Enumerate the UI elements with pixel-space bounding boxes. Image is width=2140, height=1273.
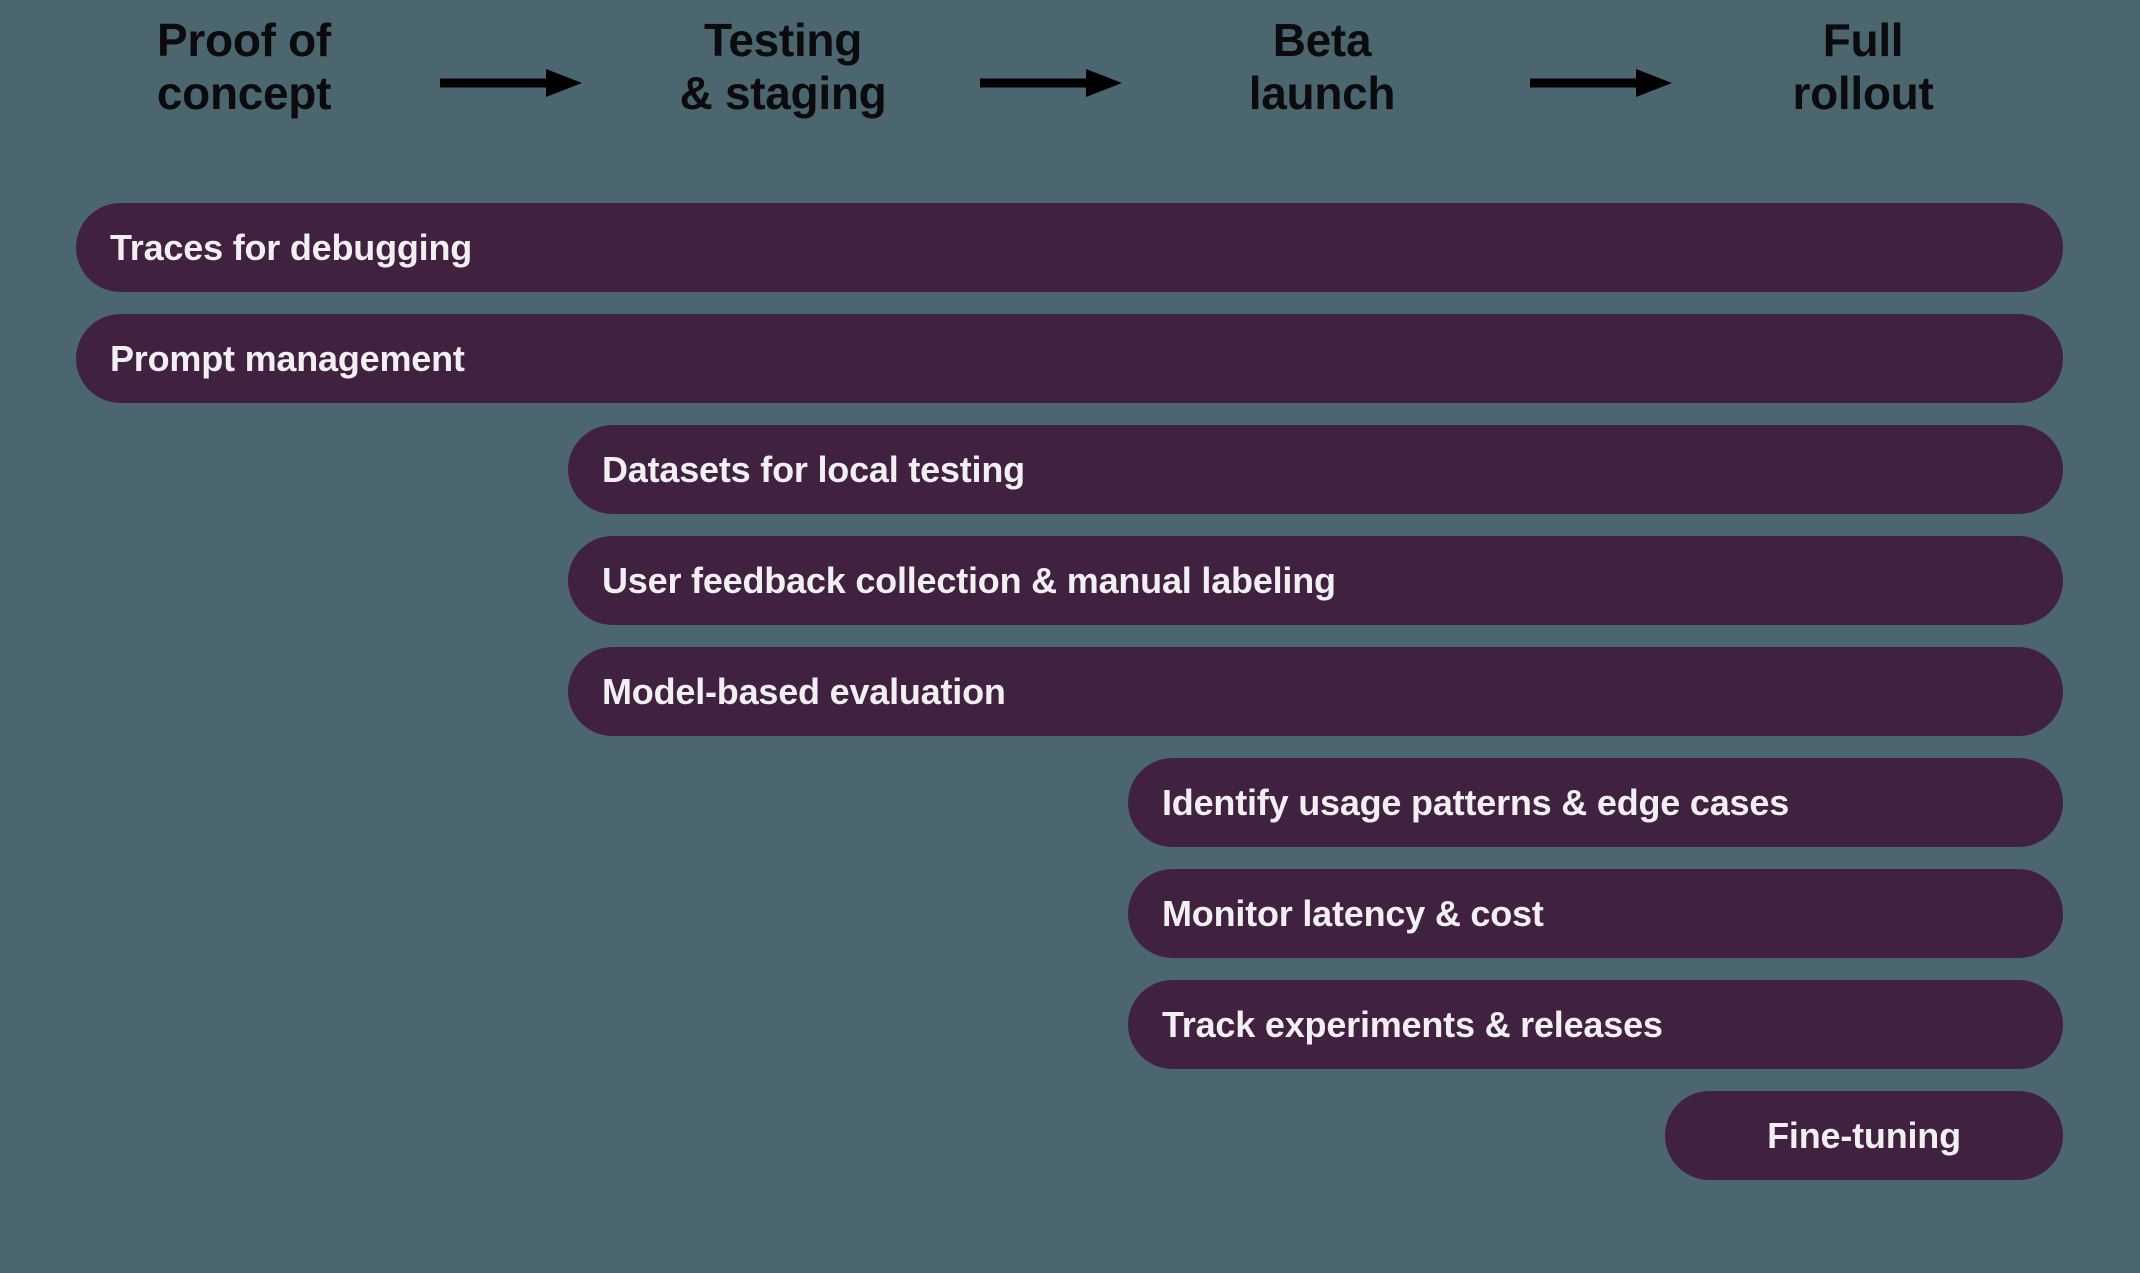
capability-pill[interactable]: Track experiments & releases (1128, 980, 2063, 1069)
stage-label-3: Full rollout (1792, 14, 1934, 119)
stage-label-1: Testing & staging (679, 14, 887, 119)
capability-pill-label: Track experiments & releases (1162, 1003, 1663, 1045)
capability-pill-label: Identify usage patterns & edge cases (1162, 781, 1790, 823)
arrow-poc-to-testing-icon (438, 68, 584, 98)
capability-pill-label: Datasets for local testing (602, 448, 1025, 490)
capability-pill-label: Fine-tuning (1767, 1114, 1961, 1156)
capability-pill[interactable]: Datasets for local testing (568, 425, 2063, 514)
capability-pill[interactable]: Monitor latency & cost (1128, 869, 2063, 958)
capability-pill[interactable]: Identify usage patterns & edge cases (1128, 758, 2063, 847)
capability-pill-label: Monitor latency & cost (1162, 892, 1544, 934)
capability-pill[interactable]: Traces for debugging (76, 203, 2063, 292)
stage-label-2: Beta launch (1248, 14, 1396, 119)
arrow-beta-to-rollout-icon (1528, 68, 1674, 98)
arrow-testing-to-beta-icon (978, 68, 1124, 98)
capability-pill[interactable]: Model-based evaluation (568, 647, 2063, 736)
capability-pill-label: Traces for debugging (110, 226, 473, 268)
capability-pill[interactable]: User feedback collection & manual labeli… (568, 536, 2063, 625)
stage-header-row: Proof of concept Testing & staging Beta la… (0, 0, 2140, 160)
capability-pill-label: Model-based evaluation (602, 670, 1006, 712)
capability-pill-label: Prompt management (110, 337, 465, 379)
capability-pill-label: User feedback collection & manual labeli… (602, 559, 1336, 601)
stage-label-0: Proof of concept (156, 14, 332, 119)
capability-pill[interactable]: Fine-tuning (1665, 1091, 2063, 1180)
capability-pill[interactable]: Prompt management (76, 314, 2063, 403)
